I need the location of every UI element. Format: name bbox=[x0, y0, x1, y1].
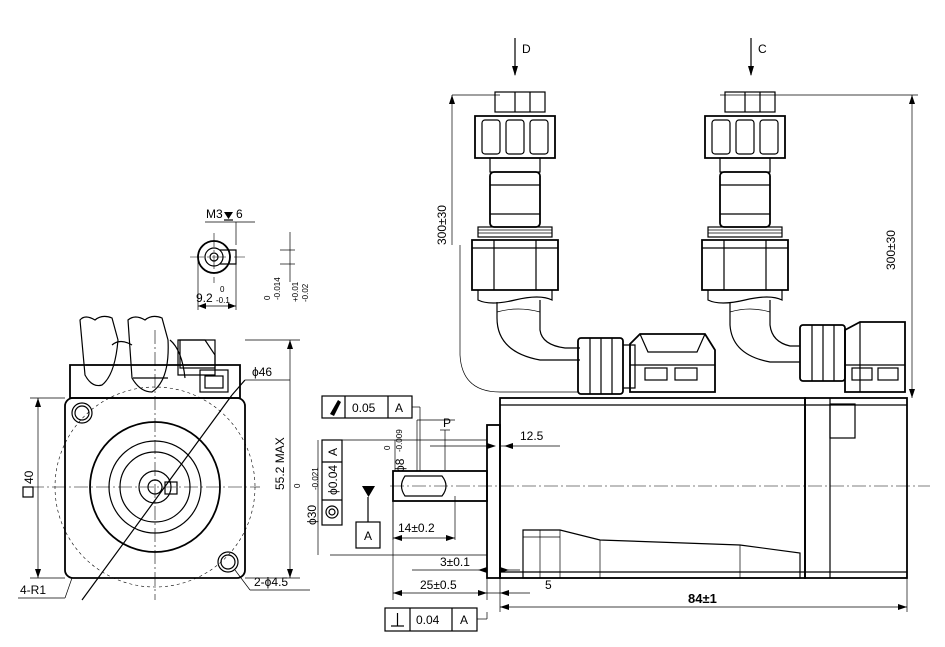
svg-text:ϕ30: ϕ30 bbox=[305, 505, 319, 525]
svg-text:3±0.1: 3±0.1 bbox=[440, 555, 470, 569]
cable-length-dim-right: 300±30 bbox=[720, 94, 918, 398]
p-mark: P bbox=[440, 416, 451, 470]
svg-text:0: 0 bbox=[383, 445, 392, 450]
svg-text:ϕ46: ϕ46 bbox=[252, 365, 272, 379]
svg-text:-0.009: -0.009 bbox=[395, 429, 404, 452]
svg-text:A: A bbox=[460, 613, 468, 627]
svg-text:25±0.5: 25±0.5 bbox=[420, 578, 457, 592]
svg-text:40: 40 bbox=[22, 470, 36, 484]
gdt-concentricity: ϕ0.04 A bbox=[321, 439, 343, 526]
gdt-perpendicularity: 0.04 A bbox=[384, 607, 488, 632]
dim-shaft-dia: ϕ8 0 -0.009 bbox=[383, 419, 455, 472]
svg-text:0: 0 bbox=[293, 483, 302, 488]
svg-text:ϕ0.04: ϕ0.04 bbox=[326, 465, 340, 495]
dim-84: 84±1 bbox=[499, 578, 908, 612]
dim-corner-radius: 4-R1 bbox=[18, 577, 73, 599]
svg-text:ϕ8: ϕ8 bbox=[393, 458, 407, 472]
envelope-line bbox=[459, 245, 578, 393]
svg-text:0.04: 0.04 bbox=[416, 613, 440, 627]
dim-square-40: 40 bbox=[22, 397, 65, 579]
svg-text:-0.014: -0.014 bbox=[273, 277, 282, 300]
svg-text:A: A bbox=[364, 529, 372, 543]
svg-text:55.2 MAX: 55.2 MAX bbox=[273, 437, 287, 490]
svg-text:M3: M3 bbox=[206, 207, 223, 221]
datum-a: A bbox=[355, 486, 381, 549]
svg-text:A: A bbox=[326, 448, 340, 456]
svg-text:0: 0 bbox=[220, 285, 225, 294]
section-arrow-c: C bbox=[748, 38, 767, 76]
svg-text:300±30: 300±30 bbox=[435, 205, 449, 245]
svg-text:9.2: 9.2 bbox=[196, 291, 213, 305]
svg-text:300±30: 300±30 bbox=[884, 230, 898, 270]
section-arrow-d: D bbox=[512, 38, 531, 76]
svg-text:D: D bbox=[522, 42, 531, 56]
dim-3: 3±0.1 bbox=[412, 555, 520, 573]
dim-holes: 2-ϕ4.5 bbox=[234, 569, 310, 591]
gdt-runout: 0.05 A bbox=[321, 395, 421, 471]
svg-text:P: P bbox=[443, 416, 451, 430]
motor-front-view bbox=[30, 315, 260, 601]
svg-text:-0.02: -0.02 bbox=[301, 283, 310, 302]
cable-length-dim-left: 300±30 bbox=[435, 94, 500, 245]
svg-text:C: C bbox=[758, 42, 767, 56]
connector-d bbox=[471, 91, 580, 361]
dim-12-5: 12.5 bbox=[430, 429, 560, 449]
svg-text:2-ϕ4.5: 2-ϕ4.5 bbox=[254, 575, 288, 589]
dim-14: 14±0.2 bbox=[392, 496, 456, 541]
svg-text:4-R1: 4-R1 bbox=[20, 583, 46, 597]
svg-text:5: 5 bbox=[545, 578, 552, 592]
svg-text:A: A bbox=[395, 401, 403, 415]
connector-c bbox=[701, 91, 800, 363]
svg-text:-0.1: -0.1 bbox=[216, 296, 230, 305]
connector-c-housing bbox=[799, 321, 906, 393]
motor-side-view bbox=[330, 397, 930, 579]
connector-d-housing bbox=[577, 333, 716, 395]
svg-text:12.5: 12.5 bbox=[520, 429, 544, 443]
svg-text:0.05: 0.05 bbox=[352, 401, 376, 415]
svg-text:-0.021: -0.021 bbox=[311, 467, 320, 490]
svg-text:6: 6 bbox=[236, 207, 243, 221]
dim-pcd: ϕ46 bbox=[245, 365, 290, 381]
svg-text:0: 0 bbox=[263, 295, 272, 300]
svg-text:14±0.2: 14±0.2 bbox=[398, 521, 435, 535]
svg-text:+0.01: +0.01 bbox=[291, 281, 300, 302]
dim-pilot-dia: ϕ30 0 -0.021 bbox=[293, 440, 320, 555]
svg-text:84±1: 84±1 bbox=[688, 591, 717, 606]
shaft-key-detail: M3 6 9.2 0 -0.1 0 -0.014 +0.01 -0.02 bbox=[190, 207, 310, 310]
dim-25: 25±0.5 5 bbox=[392, 501, 552, 600]
